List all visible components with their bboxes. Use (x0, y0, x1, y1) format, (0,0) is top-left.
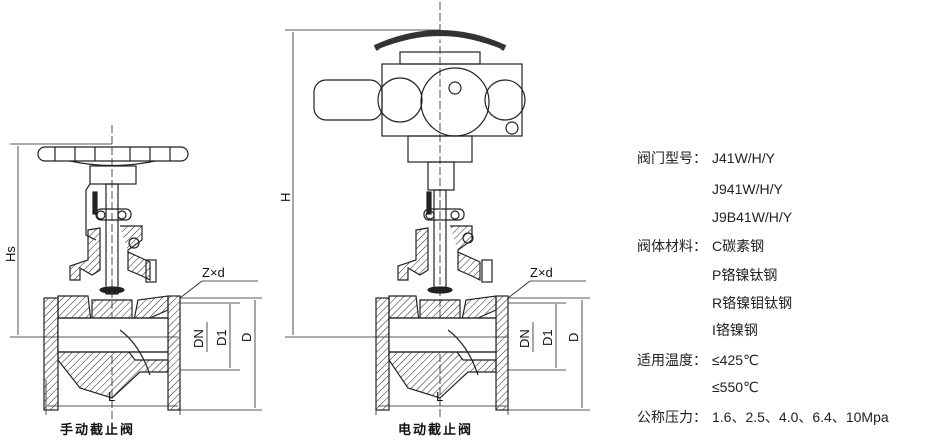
dim-d: D (239, 333, 254, 342)
spec-material-value: I铬镍钢 (712, 322, 758, 338)
dim-d1: D1 (214, 329, 229, 346)
manual-valve-caption: 手动截止阀 (60, 422, 136, 437)
spec-temperature-row: 适用温度： ≤425℃ (637, 352, 759, 368)
dim-d: D (566, 333, 581, 342)
dimension-lines (10, 143, 262, 415)
spec-model-value: J9B41W/H/Y (712, 209, 793, 225)
spec-material-label: 阀体材料： (637, 238, 707, 254)
spec-pressure-value: 1.6、2.5、4.0、6.4、10Mpa (712, 409, 889, 425)
dim-d1: D1 (540, 329, 555, 346)
spec-model-value: J941W/H/Y (712, 181, 783, 197)
electric-globe-valve (285, 2, 590, 420)
dim-dn: DN (191, 329, 206, 348)
spec-model-row: 阀门型号： J41W/H/Y (637, 150, 775, 166)
dim-zxd: Z×d (530, 265, 553, 280)
electric-valve-caption: 电动截止阀 (398, 422, 474, 437)
spec-material-value: C碳素钢 (712, 238, 765, 254)
spec-temperature-label: 适用温度： (637, 352, 707, 368)
spec-material-value: P铬镍钛钢 (712, 267, 778, 283)
manual-globe-valve (10, 125, 262, 420)
spec-model-label: 阀门型号： (637, 150, 707, 166)
dim-zxd: Z×d (202, 265, 225, 280)
spec-model-value: J41W/H/Y (712, 150, 776, 166)
handwheel (37, 146, 189, 167)
spec-material-value: R铬镍钼钛钢 (712, 295, 793, 311)
spec-material-row: 阀体材料： C碳素钢 (637, 238, 764, 254)
dim-dn: DN (517, 329, 532, 348)
dim-h: H (278, 193, 293, 202)
spec-pressure-row: 公称压力： 1.6、2.5、4.0、6.4、10Mpa (637, 409, 889, 425)
spec-temperature-value: ≤425℃ (712, 352, 759, 368)
spec-pressure-label: 公称压力： (637, 409, 707, 425)
dimension-lines (285, 29, 590, 415)
dim-hs: Hs (3, 246, 18, 262)
dim-l: L (108, 389, 115, 404)
electric-actuator (313, 30, 526, 163)
dim-l: L (436, 389, 443, 404)
spec-temperature-value: ≤550℃ (712, 379, 759, 395)
